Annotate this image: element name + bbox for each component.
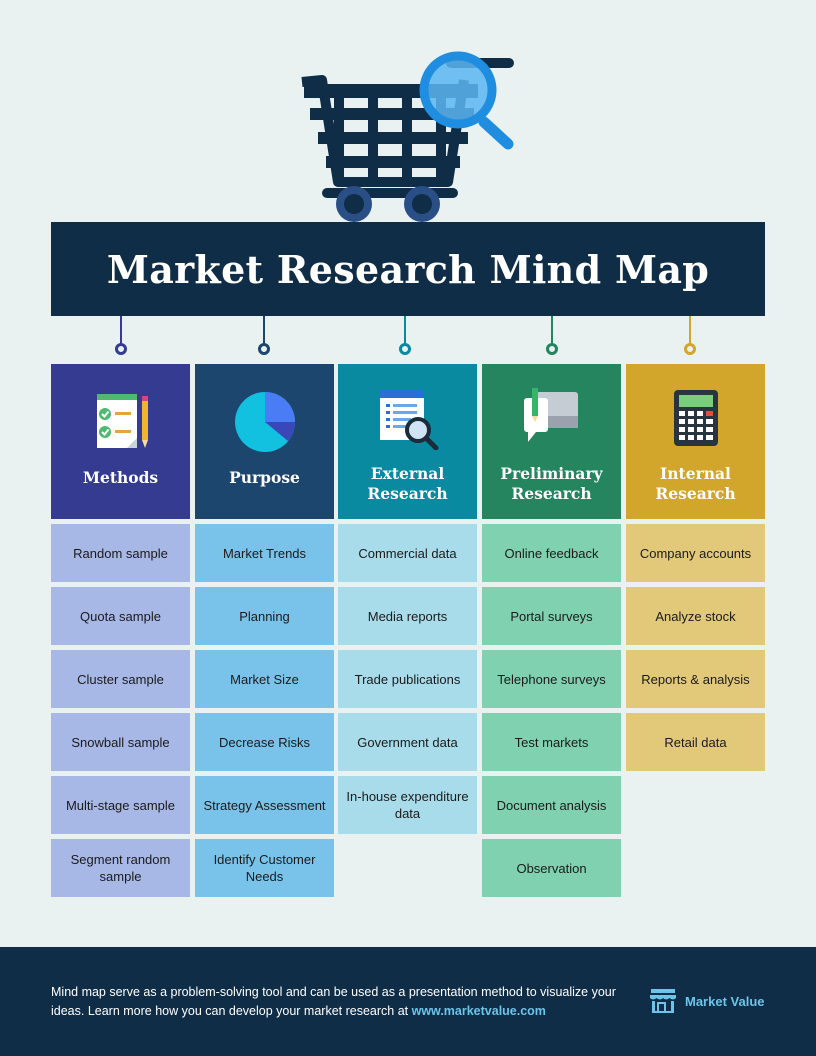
shopping-cart-icon: [301, 58, 514, 222]
list-item: Quota sample: [51, 587, 190, 645]
column-heading: External Research: [367, 464, 448, 503]
column-header-methods: Methods: [51, 364, 190, 519]
footer-text: Mind map serve as a problem-solving tool…: [51, 983, 621, 1021]
footer-description: Mind map serve as a problem-solving tool…: [51, 985, 616, 1018]
list-item: In-house expenditure data: [338, 776, 477, 834]
column-heading: Preliminary Research: [500, 464, 603, 503]
page-title: Market Research Mind Map: [106, 246, 710, 292]
connector-internal-research: [684, 316, 696, 356]
list-item: Retail data: [626, 713, 765, 771]
list-item: Government data: [338, 713, 477, 771]
column-header-external-research: External Research: [338, 364, 477, 519]
column-external-research: External Research Commercial data Media …: [338, 364, 477, 834]
column-header-purpose: Purpose: [195, 364, 334, 519]
list-item: Segment random sample: [51, 839, 190, 897]
connector-preliminary-research: [546, 316, 558, 356]
column-purpose: Purpose Market Trends Planning Market Si…: [195, 364, 334, 897]
list-item: Market Size: [195, 650, 334, 708]
title-banner: Market Research Mind Map: [51, 222, 765, 316]
list-item: Decrease Risks: [195, 713, 334, 771]
list-item: Portal surveys: [482, 587, 621, 645]
pie-chart-icon: [234, 392, 295, 452]
list-item: Multi-stage sample: [51, 776, 190, 834]
list-item: Cluster sample: [51, 650, 190, 708]
list-item: Reports & analysis: [626, 650, 765, 708]
list-item: Strategy Assessment: [195, 776, 334, 834]
connector-purpose: [258, 316, 270, 356]
list-item: Trade publications: [338, 650, 477, 708]
list-item: Snowball sample: [51, 713, 190, 771]
list-item: Test markets: [482, 713, 621, 771]
calculator-icon: [673, 390, 718, 446]
storefront-icon: [650, 989, 676, 1013]
list-item: Telephone surveys: [482, 650, 621, 708]
column-internal-research: Internal Research Company accounts Analy…: [626, 364, 765, 771]
connector-external-research: [399, 316, 411, 356]
list-item: Identify Customer Needs: [195, 839, 334, 897]
column-heading: Methods: [82, 468, 159, 487]
brand: Market Value: [649, 987, 765, 1015]
list-item: Document analysis: [482, 776, 621, 834]
brand-name: Market Value: [685, 993, 765, 1009]
list-item: Observation: [482, 839, 621, 897]
list-item: Planning: [195, 587, 334, 645]
footer: Mind map serve as a problem-solving tool…: [0, 947, 816, 1056]
list-item: Company accounts: [626, 524, 765, 582]
shopping-cart-search-icon: [301, 51, 514, 222]
column-methods: Methods Random sample Quota sample Clust…: [51, 364, 190, 897]
column-heading: Purpose: [229, 468, 300, 487]
connector-methods: [115, 316, 127, 356]
column-header-preliminary-research: Preliminary Research: [482, 364, 621, 519]
footer-link[interactable]: www.marketvalue.com: [411, 1004, 546, 1018]
column-header-internal-research: Internal Research: [626, 364, 765, 519]
column-heading: Internal Research: [655, 464, 736, 503]
list-item: Analyze stock: [626, 587, 765, 645]
checklist-icon: [96, 394, 148, 448]
feedback-icon: [523, 388, 578, 442]
list-item: Random sample: [51, 524, 190, 582]
list-item: Market Trends: [195, 524, 334, 582]
list-item: Commercial data: [338, 524, 477, 582]
list-item: Media reports: [338, 587, 477, 645]
document-search-icon: [379, 390, 438, 450]
list-item: Online feedback: [482, 524, 621, 582]
column-preliminary-research: Preliminary Research Online feedback Por…: [482, 364, 621, 897]
magnifier-icon: [419, 51, 514, 150]
